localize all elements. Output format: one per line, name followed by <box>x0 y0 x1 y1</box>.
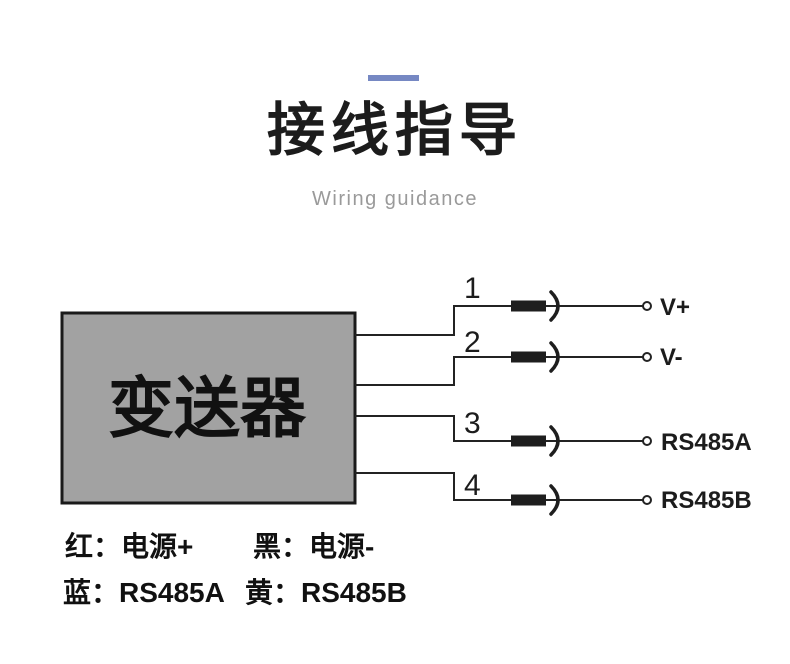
wire-1: 1 V+ <box>355 272 690 336</box>
terminal-label: RS485A <box>661 429 752 456</box>
ferrite-bead-icon <box>511 351 546 363</box>
wire-line <box>355 305 643 336</box>
wire-line <box>355 415 643 442</box>
wire-line <box>355 472 643 501</box>
wire-line <box>355 356 643 386</box>
legend-item-blue: 蓝：RS485A <box>63 577 225 608</box>
device-label: 变送器 <box>108 371 307 445</box>
strain-relief-arc-icon <box>549 425 560 457</box>
ferrite-bead-icon <box>511 300 546 312</box>
terminal-label: RS485B <box>661 487 752 514</box>
terminal-dot-icon <box>642 301 652 311</box>
wire-number: 3 <box>464 407 481 440</box>
legend-item-black: 黑：电源- <box>253 531 375 562</box>
terminal-label: V- <box>660 344 683 371</box>
wire-number: 4 <box>464 469 481 502</box>
accent-dash <box>368 75 419 81</box>
terminal-dot-icon <box>642 352 652 362</box>
device-box: 变送器 <box>60 311 357 505</box>
wire-number: 1 <box>464 272 481 305</box>
ferrite-bead-icon <box>511 435 546 447</box>
strain-relief-arc-icon <box>549 290 560 322</box>
device-box-rect <box>60 311 357 505</box>
strain-relief-arc-icon <box>549 484 560 516</box>
terminal-dot-icon <box>642 495 652 505</box>
strain-relief-arc-icon <box>549 341 560 373</box>
wire-3: 3 RS485A <box>355 407 752 457</box>
wire-4: 4 RS485B <box>355 469 752 516</box>
legend-item-red: 红：电源+ <box>65 531 194 562</box>
terminal-label: V+ <box>660 294 690 321</box>
legend-item-yellow: 黄：RS485B <box>245 577 407 608</box>
wire-number: 2 <box>464 326 481 359</box>
wire-2: 2 V- <box>355 326 683 386</box>
page-subtitle: Wiring guidance <box>312 188 478 210</box>
ferrite-bead-icon <box>511 494 546 506</box>
terminal-dot-icon <box>642 436 652 446</box>
page-title: 接线指导 <box>266 98 523 163</box>
